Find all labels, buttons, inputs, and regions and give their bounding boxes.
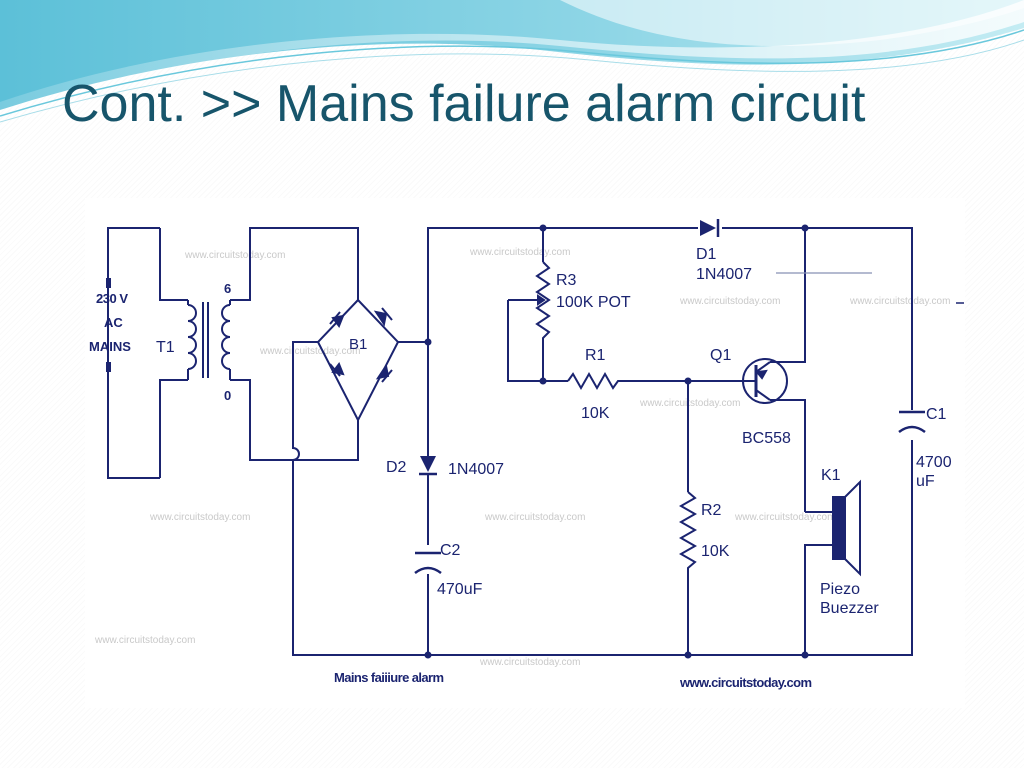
- label-c2: C2: [440, 542, 461, 559]
- wave-band-light: [0, 0, 1024, 112]
- resistor-r2-symbol: [678, 491, 698, 578]
- header-wave-banner: [0, 0, 1024, 123]
- label-buzzer-line2: Buezzer: [820, 600, 879, 617]
- svg-text:www.circuitstoday.com: www.circuitstoday.com: [484, 512, 585, 523]
- mains-terminal-top: [106, 278, 111, 288]
- junctions: [106, 224, 809, 659]
- label-r2: R2: [701, 502, 722, 519]
- transistor-q1-symbol: [742, 358, 788, 404]
- label-b1: B1: [349, 336, 367, 353]
- label-r2-value: 10K: [701, 543, 730, 560]
- caption: Mains faiiiure alarm: [334, 670, 444, 685]
- capacitor-c1-symbol: [898, 410, 926, 434]
- wave-white-flare: [560, 0, 1024, 47]
- label-c1-value-line1: 4700: [916, 454, 952, 471]
- diode-d2-symbol: [419, 456, 437, 476]
- label-mains-line2: AC: [104, 315, 123, 330]
- website-credit: www.circuitstoday.com: [679, 675, 812, 690]
- wires: [107, 227, 913, 656]
- label-d1: D1: [696, 246, 717, 263]
- label-c1-value-line2: uF: [916, 473, 935, 490]
- svg-text:www.circuitstoday.com: www.circuitstoday.com: [259, 346, 360, 357]
- bridge-rectifier-b1-symbol: [316, 298, 400, 423]
- label-c1: C1: [926, 406, 947, 423]
- svg-text:www.circuitstoday.com: www.circuitstoday.com: [149, 512, 250, 523]
- transformer-t1-symbol: [187, 300, 231, 380]
- svg-text:www.circuitstoday.com: www.circuitstoday.com: [734, 512, 835, 523]
- label-tap-6: 6: [224, 281, 231, 296]
- label-q1: Q1: [710, 347, 731, 364]
- svg-text:www.circuitstoday.com: www.circuitstoday.com: [679, 296, 780, 307]
- slide-title: Cont. >> Mains failure alarm circuit: [62, 75, 866, 133]
- label-mains-line1: 230 V: [96, 291, 128, 306]
- circuit-diagram: www.circuitstoday.com www.circuitstoday.…: [85, 198, 965, 708]
- potentiometer-r3-symbol: [530, 261, 551, 346]
- svg-text:www.circuitstoday.com: www.circuitstoday.com: [849, 296, 950, 307]
- label-r3-value: 100K POT: [556, 294, 631, 311]
- mains-terminal-bottom: [106, 362, 111, 372]
- label-r3: R3: [556, 272, 577, 289]
- label-d1-part: 1N4007: [696, 266, 752, 283]
- label-r1: R1: [585, 347, 606, 364]
- label-buzzer-line1: Piezo: [820, 581, 860, 598]
- label-tap-0: 0: [224, 388, 231, 403]
- capacitor-c2-symbol: [414, 551, 442, 575]
- label-c2-value: 470uF: [437, 581, 483, 598]
- diode-d1-symbol: [698, 219, 722, 237]
- watermarks: www.circuitstoday.com www.circuitstoday.…: [94, 247, 950, 668]
- circuit-labels: 230 V AC MAINS T1 6 0 B1 D2 1N4007 C2 47…: [89, 246, 952, 690]
- label-mains-line3: MAINS: [89, 339, 131, 354]
- label-k1: K1: [821, 467, 841, 484]
- wave-line-2: [0, 39, 1024, 123]
- svg-text:www.circuitstoday.com: www.circuitstoday.com: [94, 635, 195, 646]
- label-t1: T1: [156, 339, 175, 356]
- resistor-r1-symbol: [567, 371, 624, 391]
- svg-text:www.circuitstoday.com: www.circuitstoday.com: [184, 250, 285, 261]
- label-q1-part: BC558: [742, 430, 791, 447]
- svg-text:www.circuitstoday.com: www.circuitstoday.com: [469, 247, 570, 258]
- label-r1-value: 10K: [581, 405, 610, 422]
- wave-line-1: [0, 29, 1024, 117]
- label-d2: D2: [386, 459, 407, 476]
- svg-text:www.circuitstoday.com: www.circuitstoday.com: [639, 398, 740, 409]
- diagram-background: [85, 198, 965, 708]
- svg-text:www.circuitstoday.com: www.circuitstoday.com: [479, 657, 580, 668]
- piezo-buzzer-k1-symbol: [804, 479, 861, 577]
- label-d2-part: 1N4007: [448, 461, 504, 478]
